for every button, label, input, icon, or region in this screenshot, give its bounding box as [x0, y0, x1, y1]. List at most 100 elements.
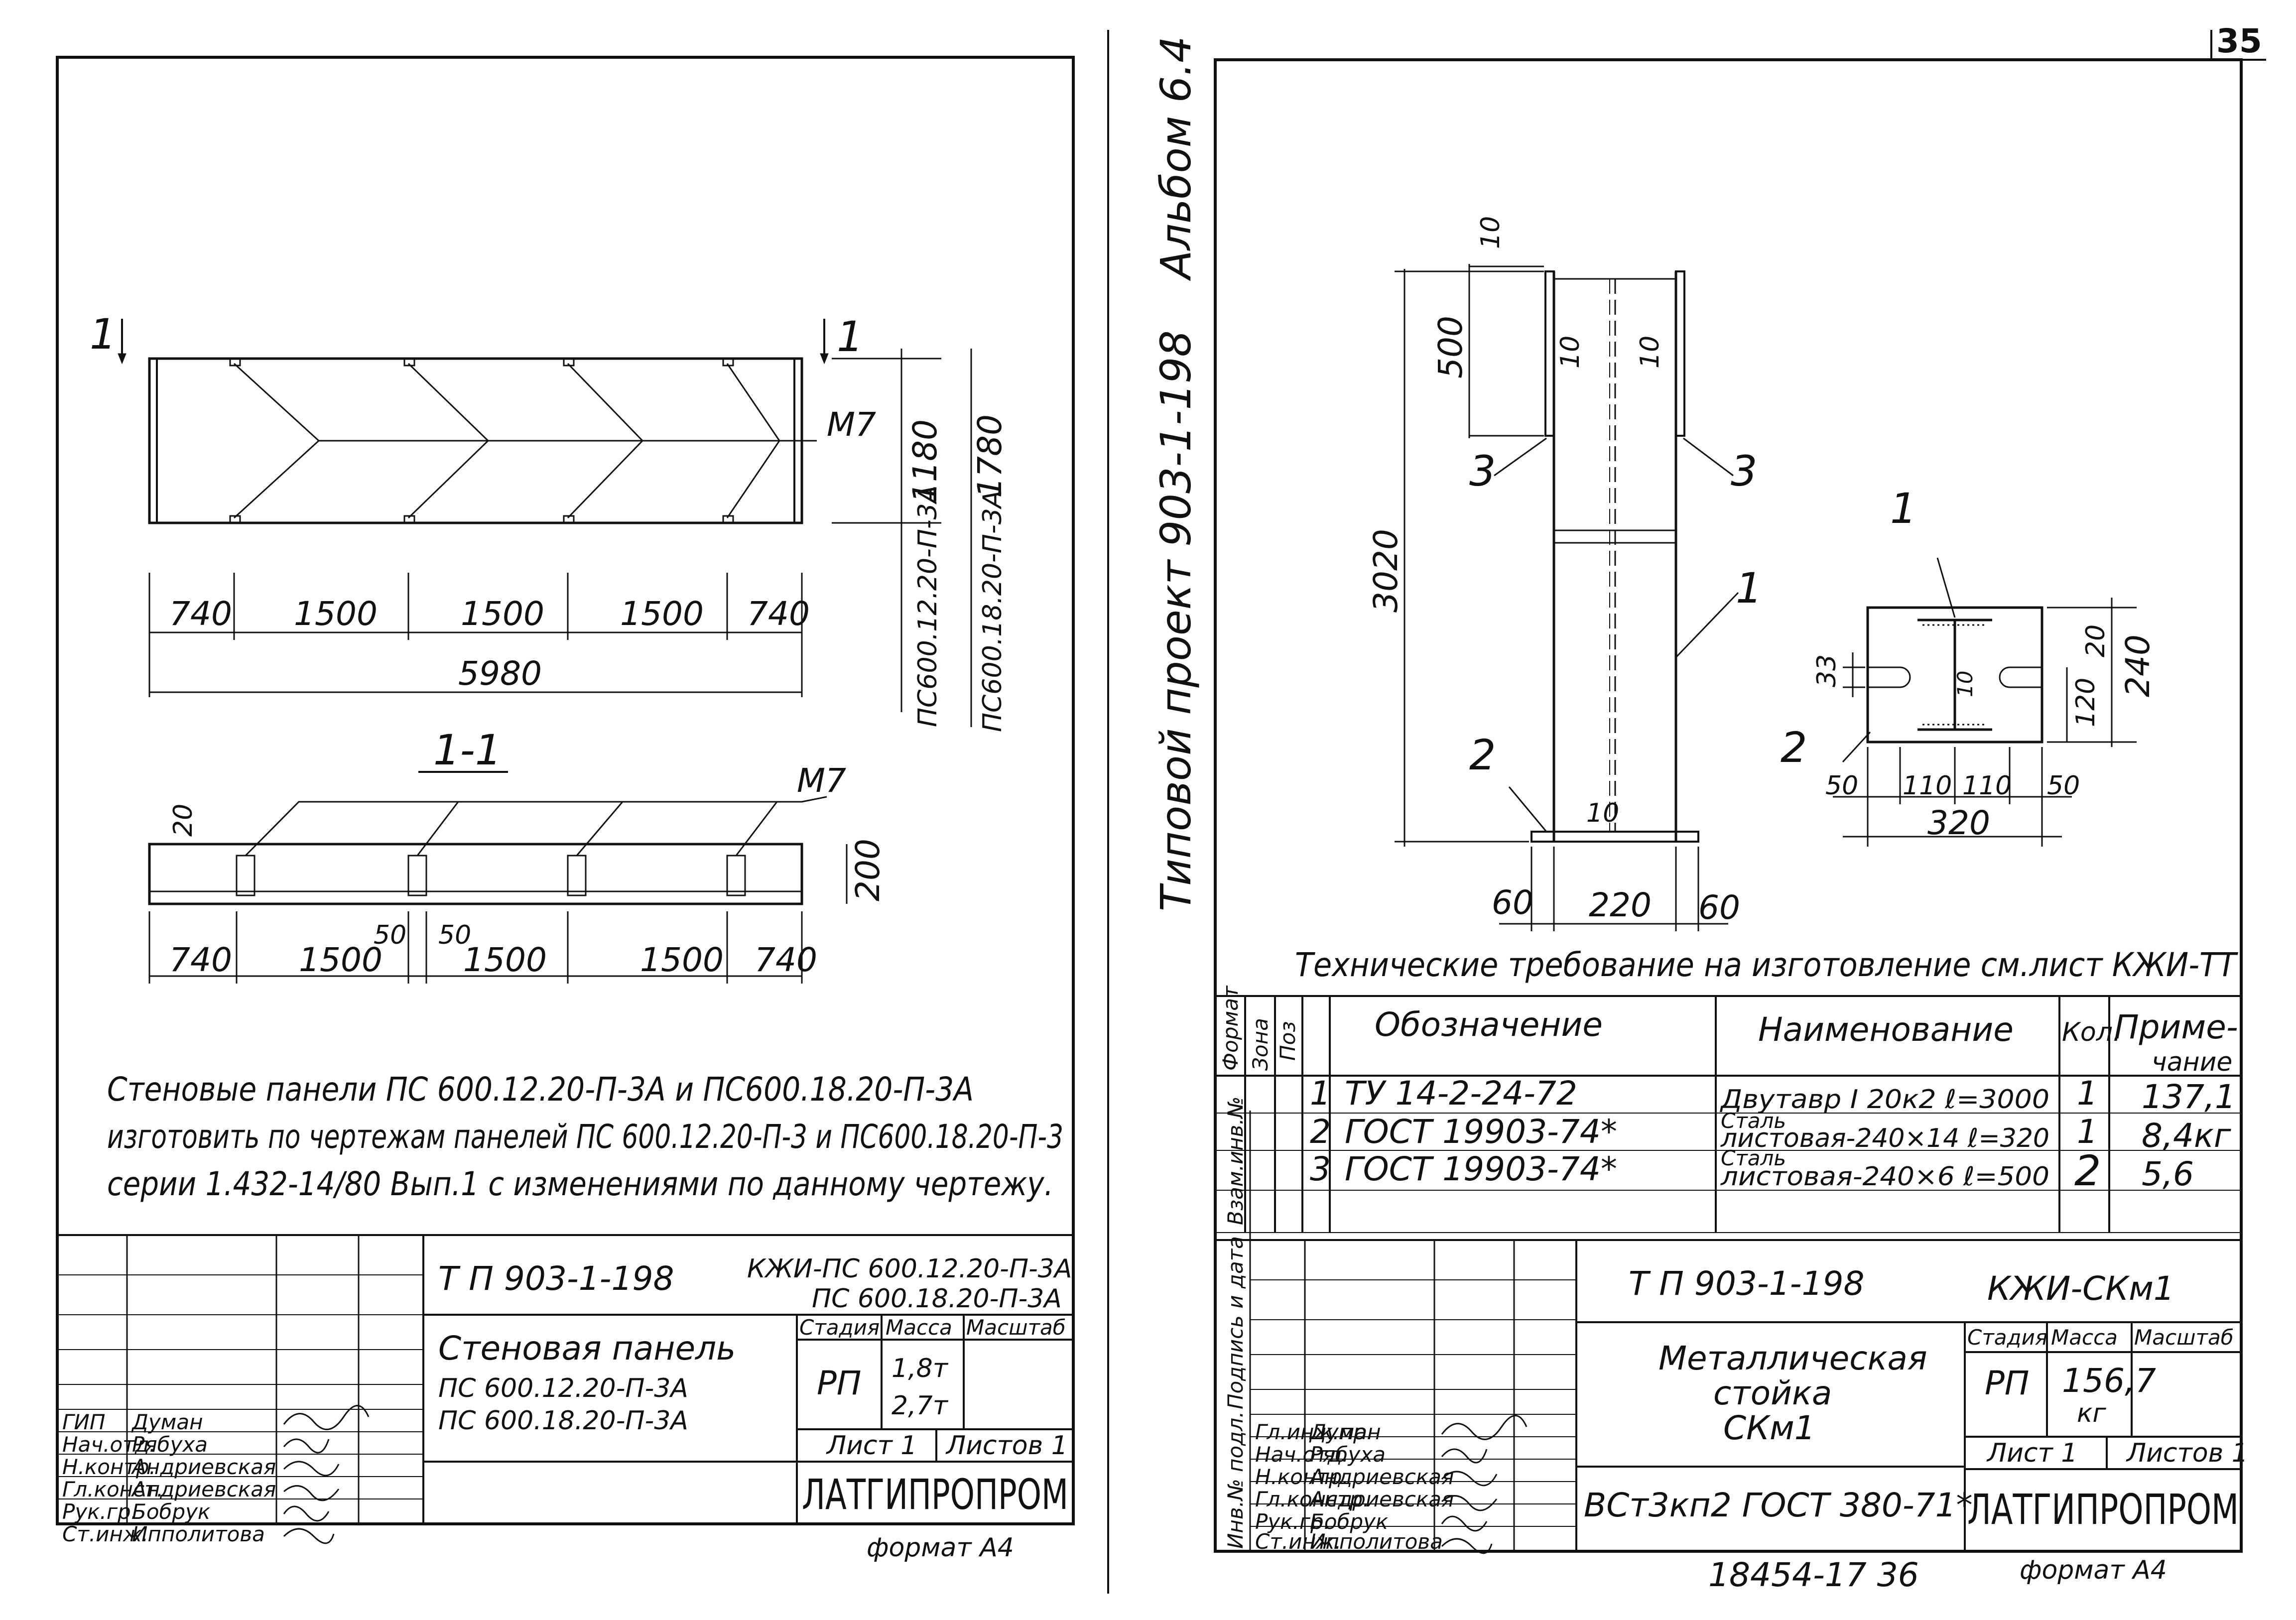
spec-row-3-qty: 2	[2074, 1146, 2101, 1195]
left-person-5: Ипполитова	[132, 1522, 265, 1546]
spec-row-2-name-2: листовая-240×14 ℓ=320	[1720, 1123, 2049, 1153]
col-dim-220: 220	[1589, 886, 1652, 924]
section-mark-right: 1	[837, 312, 863, 361]
right-name-1: Металлическая	[1658, 1339, 1927, 1377]
spec-h-format: Формат	[1218, 985, 1243, 1071]
right-mass-unit: кг	[2077, 1398, 2106, 1428]
section-1-1	[148, 771, 848, 984]
left-mass-1: 1,8т	[892, 1354, 949, 1383]
right-org: ЛАТГИПРОПРОМ	[1967, 1485, 2239, 1534]
plate-total: 320	[1927, 804, 1990, 842]
right-material: ВСт3кп2 ГОСТ 380-71*	[1584, 1486, 1973, 1524]
left-frame	[56, 56, 1075, 1525]
left-stage: РП	[817, 1364, 861, 1402]
panel-dim-4: 740	[747, 595, 810, 633]
text-layer: 35 Альбом 6.4 Типовой проект 903-1-198 1…	[62, 22, 2262, 1594]
right-role-4: Рук.гр.	[1255, 1509, 1330, 1534]
plate-dim-20: 20	[2081, 624, 2111, 657]
section-dim-50b: 50	[438, 920, 471, 950]
side-label-2: Инв.№ подл.	[1223, 1411, 1248, 1549]
plate-dim-10: 10	[1953, 671, 1977, 697]
left-h-stage: Стадия	[799, 1315, 880, 1340]
spec-row-3-pos: 3	[1310, 1150, 1331, 1188]
right-person-2: Андриевская	[1308, 1465, 1454, 1489]
plate-dim-240: 240	[2119, 634, 2157, 697]
plate-dim-120: 120	[2071, 678, 2101, 727]
right-role-2: Н.контр.	[1255, 1465, 1349, 1489]
note-line-1: Стеновые панели ПС 600.12.20-П-3А и ПС60…	[107, 1070, 974, 1109]
left-stamp-code: Т П 903-1-198	[438, 1259, 674, 1298]
spec-row-3-name-2: листовая-240×6 ℓ=500	[1720, 1162, 2049, 1192]
col-pos-1: 1	[1736, 564, 1762, 613]
left-role-3: Гл.конст.	[62, 1477, 163, 1501]
section-title: 1-1	[433, 726, 502, 774]
spec-h-zone: Зона	[1248, 1018, 1273, 1071]
section-dim-20: 20	[168, 804, 198, 837]
left-h-mass: Масса	[886, 1315, 952, 1340]
left-format: формат А4	[867, 1533, 1014, 1563]
left-sheet-code-1: КЖИ-ПС 600.12.20-П-3А	[747, 1254, 1072, 1284]
col-dim-500: 500	[1431, 316, 1470, 378]
panel-variant-1: ПС600.12.20-П-3А	[913, 486, 943, 727]
panel-dim-0: 740	[169, 595, 232, 633]
spec-h-pos: Поз	[1276, 1021, 1300, 1061]
section-dim-2: 1500	[463, 941, 547, 979]
right-stamp-code: Т П 903-1-198	[1629, 1264, 1864, 1303]
spec-row-1-pos: 1	[1310, 1074, 1331, 1113]
left-sheet	[56, 30, 1109, 1594]
spec-row-3-note: 5,6	[2142, 1155, 2194, 1193]
left-role-1: Нач.отд.	[62, 1432, 156, 1457]
section-dim-4: 740	[755, 941, 817, 979]
note-line-2: изготовить по чертежам панелей ПС 600.12…	[107, 1118, 1063, 1156]
spec-row-2-qty: 1	[2077, 1113, 2098, 1151]
panel-dim-3: 1500	[620, 595, 704, 633]
spec-h-name: Наименование	[1758, 1010, 2014, 1049]
section-dim-3: 1500	[640, 941, 724, 979]
section-dim-50a: 50	[374, 920, 406, 950]
left-sheets: Листов 1	[945, 1431, 1068, 1461]
plate-dim-33: 33	[1812, 654, 1842, 687]
right-person-0: Думан	[1309, 1420, 1381, 1444]
left-role-2: Н.контр.	[62, 1455, 156, 1479]
panel-dim-2: 1500	[461, 595, 544, 633]
spec-row-1-name: Двутавр I 20к2 ℓ=3000	[1720, 1085, 2049, 1115]
right-stamp-grid	[1215, 1239, 2241, 1551]
right-person-1: Рябуха	[1310, 1442, 1386, 1467]
plate-dim-1: 110	[1903, 771, 1952, 801]
section-dim-200: 200	[849, 839, 887, 901]
col-dim-3020: 3020	[1367, 529, 1405, 613]
side-label-0: Взам.инв.№	[1223, 1097, 1248, 1225]
left-h-scale: Масштаб	[966, 1315, 1066, 1340]
spec-h-qty: Кол.	[2062, 1017, 2121, 1047]
page-number: 35	[2216, 22, 2262, 60]
dim-1780: 1780	[971, 414, 1009, 498]
col-dim-60a: 60	[1492, 883, 1533, 922]
plate-pos-2: 2	[1781, 723, 1807, 772]
left-person-0: Думан	[131, 1410, 203, 1434]
right-person-5: Ипполитова	[1310, 1529, 1443, 1554]
left-name-3: ПС 600.18.20-П-3А	[438, 1406, 688, 1436]
spec-row-1-qty: 1	[2077, 1074, 2098, 1113]
right-name-2: стойка	[1713, 1374, 1832, 1412]
right-signatures	[1441, 1415, 1528, 1554]
spec-h-designation: Обозначение	[1375, 1005, 1603, 1044]
left-role-5: Ст.инж.	[62, 1522, 148, 1546]
left-person-4: Бобрук	[132, 1499, 211, 1524]
right-person-4: Бобрук	[1310, 1509, 1389, 1534]
spec-h-note-2: чание	[2152, 1047, 2232, 1077]
section-anchor-label: М7	[797, 761, 846, 800]
plate-dim-3: 50	[2047, 771, 2080, 801]
col-dim-10-top: 10	[1476, 216, 1506, 249]
right-frame	[1214, 58, 2243, 1553]
right-sheets: Листов 1	[2126, 1438, 2248, 1468]
right-role-3: Гл.констр.	[1255, 1487, 1370, 1511]
panel-variant-2: ПС600.18.20-П-3А	[978, 491, 1008, 732]
spec-h-note-1: Приме-	[2114, 1008, 2238, 1046]
section-dim-0: 740	[169, 941, 232, 979]
spec-table-grid	[1215, 995, 2241, 1551]
col-pos-3b: 3	[1731, 447, 1757, 496]
right-sheet	[1214, 30, 2266, 1553]
right-sheet: Лист 1	[1986, 1438, 2077, 1468]
side-label-1: Подпись и дата	[1223, 1236, 1248, 1409]
